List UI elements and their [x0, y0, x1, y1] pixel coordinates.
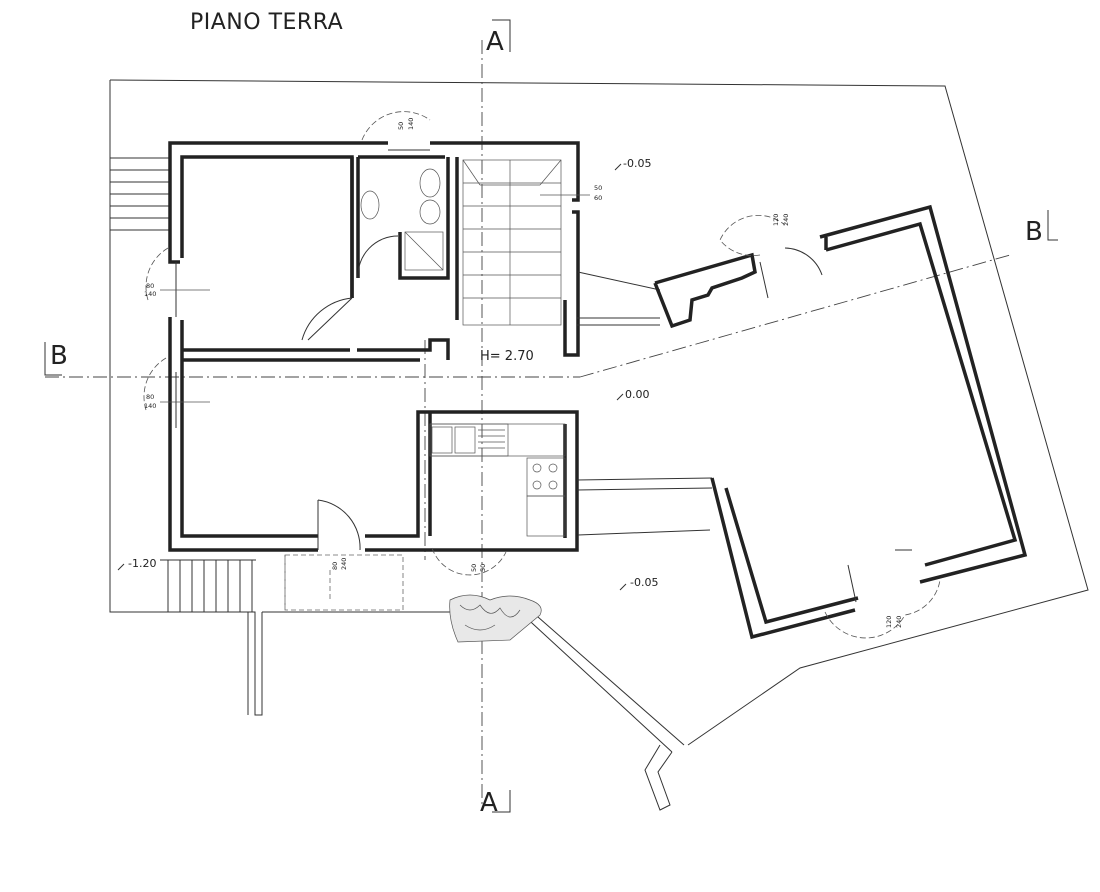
dim-room2-door-height: 240	[340, 558, 348, 570]
dim-room2-door-width: 80	[331, 562, 339, 570]
stairs-left-top	[110, 157, 170, 231]
lot-boundary	[109, 80, 263, 716]
dim-stair-window-width: 50	[594, 184, 602, 192]
door-annex-top	[759, 247, 823, 299]
door-room1	[301, 297, 353, 341]
dim-room2-window-width: 80	[146, 393, 154, 401]
section-label-a-top: A	[486, 27, 504, 57]
dim-annex-bottom-door-height: 240	[895, 616, 903, 628]
walkway-top	[577, 317, 660, 326]
door-room2	[317, 499, 361, 551]
stairs-left-bottom	[160, 559, 256, 612]
lot-boundary-top	[109, 79, 1089, 746]
section-label-b-right: B	[1025, 217, 1043, 247]
section-label-a-bottom: A	[480, 788, 498, 818]
walkway-mid	[576, 477, 713, 491]
swing-annex-top	[719, 215, 786, 256]
dim-wc-window-width: 50	[397, 122, 405, 130]
kitchen-counter	[429, 423, 566, 537]
swing-annex-bottom	[824, 579, 941, 639]
annex-walls	[653, 204, 1028, 640]
stair-internal	[462, 159, 562, 326]
bathroom-fixtures	[360, 168, 444, 271]
door-bathroom	[357, 235, 399, 279]
section-marker-a-top	[492, 19, 511, 52]
dim-annex-bottom-door-width: 120	[885, 616, 893, 628]
terrace-detail	[284, 555, 331, 610]
height-label: H= 2.70	[480, 349, 534, 364]
swing-wc-window	[361, 111, 431, 141]
dim-stair-window-height: 60	[594, 194, 602, 202]
dim-annex-top-door-width: 120	[772, 214, 780, 226]
section-axis-b-right	[579, 254, 1011, 378]
dim-room1-window-width: 80	[146, 282, 154, 290]
path-line-bottom	[577, 529, 711, 536]
swing-room2-window	[143, 357, 167, 411]
diagonal-path	[519, 609, 685, 811]
dim-annex-top-door-height: 240	[782, 214, 790, 226]
section-label-b-left: B	[50, 341, 68, 371]
swing-kitchen-window	[431, 547, 507, 576]
dim-kitchen-window-height: 50	[479, 564, 487, 572]
section-marker-b-left	[44, 342, 62, 376]
dim-kitchen-window-width: 50	[470, 564, 478, 572]
section-marker-b-right	[1047, 210, 1058, 241]
planter-shrub	[449, 594, 542, 643]
door-annex-bottom	[847, 549, 912, 603]
terrace-area	[284, 554, 404, 611]
swing-room1-window	[145, 247, 169, 301]
section-marker-a-bottom	[492, 790, 511, 813]
level-center: 0.00	[625, 388, 650, 401]
main-house-walls	[168, 141, 580, 552]
level-left-stairs: -1.20	[128, 557, 156, 570]
path-line-top	[577, 271, 661, 291]
dimension-leaders	[160, 194, 590, 403]
dim-wc-window-height: 140	[407, 118, 415, 130]
dim-room1-window-height: 140	[144, 290, 156, 298]
dim-room2-window-height: 140	[144, 402, 156, 410]
level-bottom: -0.05	[630, 576, 658, 589]
dimension-labels: 50 140 50 60 80 140 80 140 80 240 50 50 …	[144, 118, 903, 628]
level-markers: -0.05 0.00 -0.05 -1.20	[117, 157, 658, 591]
level-top-right: -0.05	[623, 157, 651, 170]
plan-title: PIANO TERRA	[190, 10, 344, 35]
